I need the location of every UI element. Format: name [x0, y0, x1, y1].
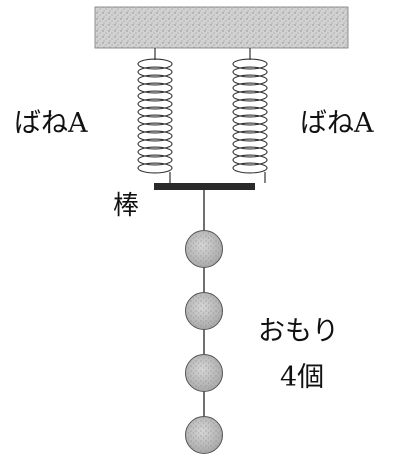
spring-coil	[232, 82, 268, 94]
spring-coil	[232, 130, 268, 142]
ceiling	[94, 6, 349, 49]
weight-texture	[186, 417, 222, 453]
spring-coil	[232, 162, 268, 174]
spring-coil	[232, 58, 268, 70]
spring-coil	[137, 98, 173, 110]
spring-a-right	[232, 48, 268, 183]
spring-left-label: ばねA	[14, 108, 88, 139]
weights-group	[185, 230, 223, 454]
spring-coil	[137, 74, 173, 86]
spring-coil	[232, 122, 268, 134]
spring-coil	[232, 106, 268, 118]
spring-coil	[232, 66, 268, 78]
spring-coil	[137, 162, 173, 174]
spring-coil	[137, 146, 173, 158]
spring-coil	[137, 82, 173, 94]
weights-count-label: 4個	[280, 362, 325, 393]
spring-coil	[137, 106, 173, 118]
rod	[154, 183, 255, 190]
spring-coil	[137, 66, 173, 78]
spring-coil	[137, 58, 173, 70]
weights-label: おもり	[258, 316, 339, 347]
spring-coil	[137, 90, 173, 102]
spring-coil	[232, 114, 268, 126]
spring-coil	[232, 154, 268, 166]
spring-coil	[232, 98, 268, 110]
weight-texture	[186, 293, 222, 329]
spring-a-left	[137, 48, 173, 183]
spring-coil	[137, 154, 173, 166]
spring-right-label: ばねA	[300, 108, 374, 139]
spring-coil	[137, 138, 173, 150]
rod-label: 棒	[113, 191, 140, 221]
weight-texture	[186, 355, 222, 391]
spring-coil	[232, 74, 268, 86]
spring-coil	[137, 130, 173, 142]
spring-coil	[232, 90, 268, 102]
weight-texture	[186, 231, 222, 267]
spring-coil	[232, 138, 268, 150]
spring-coil	[137, 122, 173, 134]
spring-coil	[232, 146, 268, 158]
spring-coil	[137, 114, 173, 126]
